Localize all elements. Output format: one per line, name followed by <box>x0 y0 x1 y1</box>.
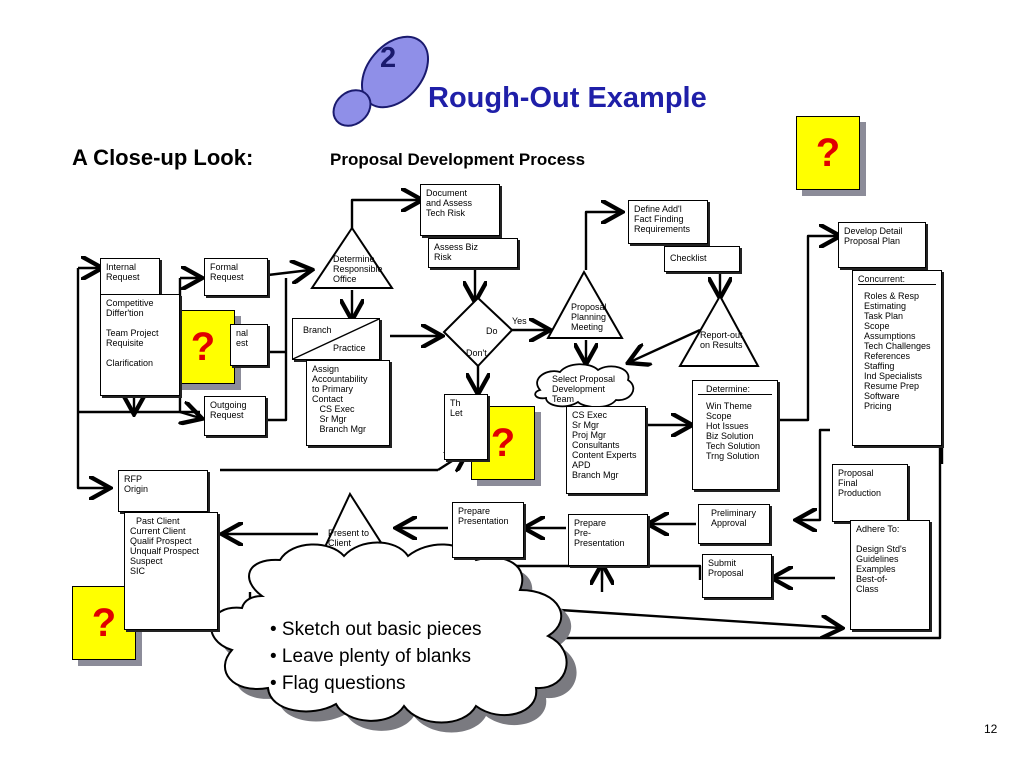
footprint-icon <box>332 35 429 127</box>
page-title: Rough-Out Example <box>428 82 707 114</box>
do-label: Do <box>486 326 498 336</box>
branch-label: Branch <box>303 325 332 335</box>
present-to-client-label: Present to Client <box>328 528 370 548</box>
submit-proposal: Submit Proposal <box>702 554 772 598</box>
prepare-pre-presentation: Prepare Pre- Presentation <box>568 514 648 566</box>
thank-letter: Th Let <box>444 394 488 460</box>
internal-request: Internal Request <box>100 258 160 298</box>
informal-request: nal est <box>230 324 268 366</box>
document-assess-tech-risk: Document and Assess Tech Risk <box>420 184 500 236</box>
branch-practice-box: Branch Practice <box>292 318 380 360</box>
subtitle-sub: Proposal Development Process <box>330 150 586 169</box>
cloud-bullets: • Sketch out basic pieces • Leave plenty… <box>270 616 482 697</box>
yes-label: Yes <box>512 316 527 326</box>
step-number: 2 <box>380 42 397 74</box>
outgoing-request: Outgoing Request <box>204 396 266 436</box>
bullet-item: • Leave plenty of blanks <box>270 646 472 667</box>
bullet-item: • Sketch out basic pieces <box>270 619 482 640</box>
rfp-origin: RFP Origin <box>118 470 208 512</box>
prepare-presentation: Prepare Presentation <box>452 502 524 558</box>
dont-label: Don't <box>466 348 487 358</box>
subtitle-main: A Close-up Look: <box>72 145 254 170</box>
develop-detail-plan: Develop Detail Proposal Plan <box>838 222 926 268</box>
bullet-item: • Flag questions <box>270 673 406 694</box>
formal-request: Formal Request <box>204 258 268 296</box>
select-team-label: Select Proposal Development Team <box>552 374 616 404</box>
question-flag-top-right: ? <box>796 116 860 190</box>
proposal-final-production: Proposal Final Production <box>832 464 908 522</box>
checklist: Checklist <box>664 246 740 272</box>
page-number: 12 <box>984 722 998 736</box>
bottom-cloud <box>210 541 577 733</box>
practice-label: Practice <box>333 343 366 353</box>
preliminary-approval: Preliminary Approval <box>698 504 770 544</box>
define-addl-fact-finding: Define Add'l Fact Finding Requirements <box>628 200 708 244</box>
question-flag-left: ? <box>171 310 235 384</box>
report-out-label: Report-out on Results <box>700 330 743 350</box>
proposal-planning-label: Proposal Planning Meeting <box>571 302 607 332</box>
assess-biz-risk: Assess Biz Risk <box>428 238 518 268</box>
determine-office-label: Determine Responsible Office <box>333 254 383 284</box>
